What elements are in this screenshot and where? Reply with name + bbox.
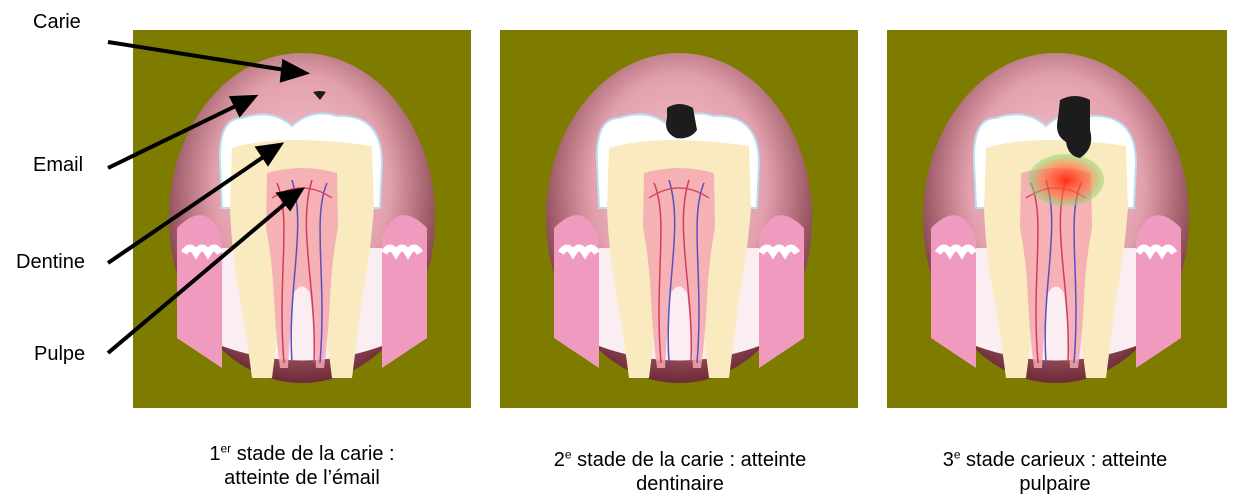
stage-2-image [500, 30, 858, 408]
caries-spot-medium [666, 104, 697, 138]
caption-stage-3: 3e stade carieux : atteinte pulpaire [905, 448, 1205, 496]
stage-1-image [133, 0, 471, 408]
pulp-infection [1028, 154, 1104, 206]
label-email: Email [33, 153, 83, 177]
label-carie: Carie [33, 10, 81, 34]
caption-stage-1: 1er stade de la carie : atteinte de l’ém… [152, 442, 452, 490]
label-dentine: Dentine [16, 250, 85, 274]
label-pulpe: Pulpe [34, 342, 85, 366]
caption-stage-2: 2e stade de la carie : atteinte dentinai… [520, 448, 840, 496]
stage-3-image [887, 30, 1227, 408]
